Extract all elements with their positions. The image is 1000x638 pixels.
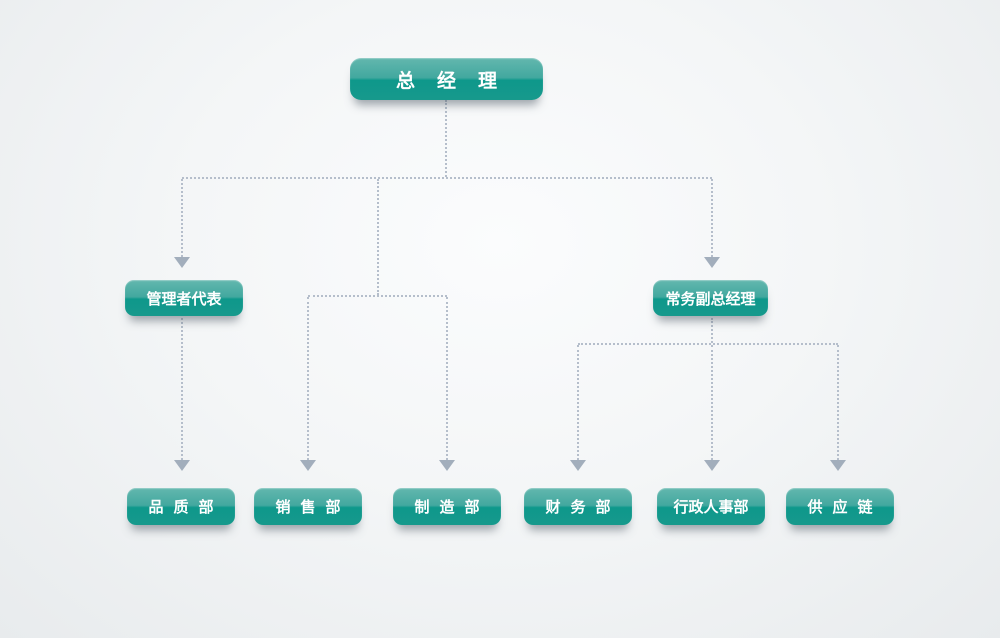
node-label: 财务部 — [545, 498, 621, 516]
org-node-supply-chain: 供应链 — [786, 488, 894, 525]
node-label: 常务副总经理 — [665, 289, 756, 308]
node-label: 制造部 — [414, 498, 490, 516]
node-label: 总经理 — [395, 69, 519, 92]
node-label: 品质部 — [148, 498, 224, 516]
node-label: 管理者代表 — [146, 289, 222, 308]
org-node-finance-dept: 财务部 — [524, 488, 632, 525]
arrow-down-icon — [174, 257, 190, 268]
connector-drop-admin-hr — [711, 345, 713, 460]
connector-top-rail — [182, 177, 712, 179]
connector-drop-quality — [181, 318, 183, 460]
arrow-down-icon — [570, 460, 586, 471]
connector-drop-deputy-gm — [711, 179, 713, 257]
org-node-management-representative: 管理者代表 — [125, 280, 243, 316]
arrow-down-icon — [830, 460, 846, 471]
node-label: 销售部 — [275, 498, 351, 516]
connector-right-rail — [578, 343, 838, 345]
connector-drop-mgmt-rep — [181, 179, 183, 257]
connector-mid-rail — [308, 295, 447, 297]
arrow-down-icon — [300, 460, 316, 471]
connector-drop-supply-chain — [837, 345, 839, 460]
arrow-down-icon — [174, 460, 190, 471]
org-node-manufacturing-dept: 制造部 — [393, 488, 501, 525]
org-node-executive-deputy-general-manager: 常务副总经理 — [653, 280, 768, 316]
arrow-down-icon — [704, 257, 720, 268]
node-label: 供应链 — [807, 498, 883, 516]
arrow-down-icon — [439, 460, 455, 471]
arrow-down-icon — [704, 460, 720, 471]
connector-root-stem — [445, 100, 447, 177]
org-node-sales-dept: 销售部 — [254, 488, 362, 525]
connector-deputy-stem — [711, 318, 713, 343]
connector-drop-finance — [577, 345, 579, 460]
node-label: 行政人事部 — [673, 498, 749, 516]
connector-drop-mid-branch — [377, 179, 379, 295]
org-node-general-manager: 总经理 — [350, 58, 543, 100]
org-node-quality-dept: 品质部 — [127, 488, 235, 525]
org-node-admin-hr-dept: 行政人事部 — [657, 488, 765, 525]
connector-drop-sales — [307, 297, 309, 460]
connector-drop-manufacturing — [446, 297, 448, 460]
